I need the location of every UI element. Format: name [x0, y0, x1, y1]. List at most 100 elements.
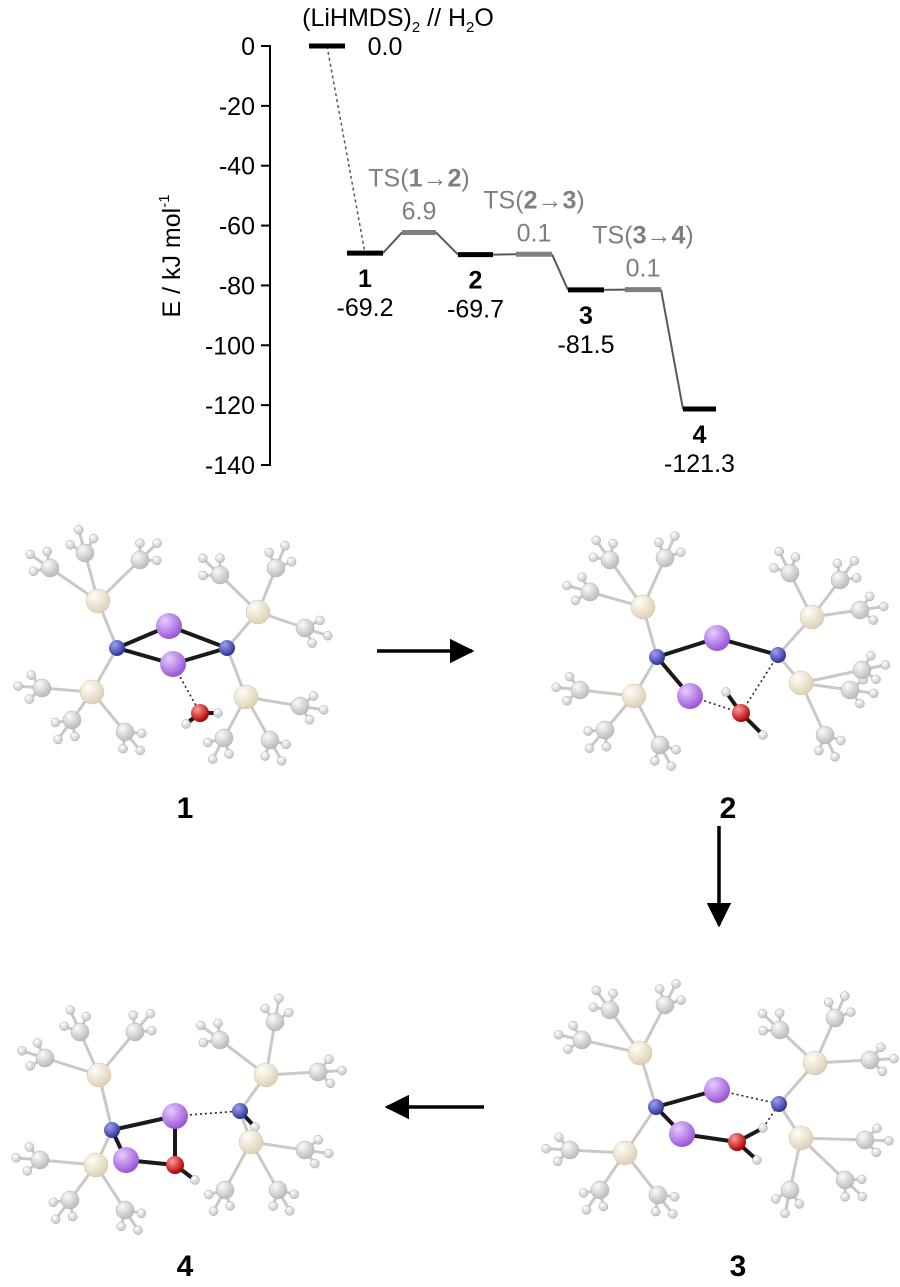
nitrogen-atom	[649, 649, 665, 665]
hydrogen-atom	[308, 691, 319, 701]
hydrogen-atom	[276, 756, 287, 766]
hydrogen-atom	[591, 535, 601, 546]
hydrogen-atom	[836, 735, 846, 746]
carbon-atom	[295, 1140, 315, 1160]
lithium-atom	[113, 1147, 139, 1173]
hydrogen-atom	[871, 674, 881, 685]
y-axis-label: E / kJ mol-1	[156, 194, 186, 317]
hydrogen-atom	[286, 556, 297, 567]
ts-label: TS(1→2)	[368, 164, 469, 192]
hydrogen-atom	[32, 1038, 43, 1048]
carbon-atom	[580, 582, 600, 602]
hydrogen-atom	[666, 761, 676, 771]
hydrogen-atom	[13, 681, 23, 691]
hydrogen-atom	[588, 1002, 599, 1013]
hydrogen-atom	[65, 540, 76, 550]
y-tick-label: 0	[241, 33, 255, 61]
carbon-atom	[770, 1020, 790, 1040]
ts-barrier-label: 0.1	[517, 219, 552, 247]
y-tick-label: -140	[205, 452, 255, 480]
silicon-atom	[799, 604, 825, 630]
hydrogen-atom	[823, 997, 834, 1008]
carbon-atom	[125, 1022, 145, 1042]
carbon-atom	[595, 720, 615, 740]
carbon-atom	[590, 1180, 610, 1200]
hydrogen-atom	[313, 1135, 324, 1145]
atoms	[551, 531, 891, 771]
hydrogen-atom	[324, 1054, 334, 1065]
lithium-atom	[156, 613, 182, 639]
y-tick-label: -20	[219, 93, 255, 121]
structure-label-1: 1	[177, 792, 194, 825]
hydrogen-atom	[323, 1148, 334, 1159]
hydrogen-atom	[145, 1008, 156, 1019]
carbon-atom	[560, 1140, 580, 1160]
connector-line	[382, 231, 403, 254]
carbon-atom	[268, 1180, 288, 1200]
hydrogen-atom	[322, 630, 333, 641]
hydrogen-atom	[591, 985, 602, 996]
lithium-atom	[669, 1121, 695, 1147]
carbon-atom	[570, 680, 590, 700]
carbon-atom	[572, 1030, 592, 1050]
carbon-atom	[825, 1008, 845, 1028]
level-id-label: 1	[358, 265, 372, 293]
hydrogen-atom	[669, 1192, 680, 1202]
hydrogen-atom	[668, 1209, 678, 1219]
hydrogen-atom	[318, 705, 329, 715]
carbon-atom	[815, 725, 835, 745]
hydrogen-atom	[213, 708, 223, 718]
molecule-2: 2	[551, 531, 891, 825]
connector-dotted	[326, 45, 366, 254]
hydrogen-atom	[136, 1208, 147, 1219]
nitrogen-atom	[104, 1122, 120, 1138]
hydrogen-atom	[608, 988, 618, 999]
level-labels: 0.0(LiHMDS)2 // H2O1-69.26.9TS(1→2)2-69.…	[302, 4, 735, 478]
nitrogen-atom	[771, 1096, 787, 1112]
level-id-label: 3	[579, 302, 593, 330]
nitrogen-atom	[219, 640, 235, 656]
carbon-atom	[830, 570, 850, 590]
oxygen-atom	[166, 1156, 184, 1174]
silicon-atom	[85, 588, 111, 614]
hydrogen-atom	[325, 1078, 336, 1089]
hydrogen-atom	[24, 694, 35, 704]
hydrogen-atom	[570, 595, 581, 606]
silicon-atom	[79, 679, 105, 705]
oxygen-atom	[191, 704, 209, 722]
hydrogen-atom	[70, 731, 80, 742]
hydrogen-atom	[213, 1018, 223, 1029]
hydrogen-atom	[284, 1007, 294, 1018]
carbon-atom	[32, 678, 52, 698]
lithium-atom	[704, 625, 730, 651]
hydrogen-atom	[608, 538, 618, 549]
oxygen-atom	[732, 704, 750, 722]
hydrogen-atom	[552, 1156, 563, 1167]
hydrogen-atom	[260, 1003, 270, 1014]
hydrogen-atom	[650, 756, 660, 766]
carbon-atom	[860, 1050, 880, 1070]
carbon-atom	[60, 1190, 80, 1210]
silicon-atom	[621, 683, 647, 709]
hydrogen-atom	[769, 563, 779, 573]
hydrogen-atom	[876, 1042, 886, 1053]
hydrogen-atom	[152, 538, 162, 548]
carbon-atom	[650, 735, 670, 755]
hydrogen-atom	[11, 1153, 21, 1163]
nitrogen-atom	[770, 647, 786, 663]
level-energy-label: -69.7	[447, 296, 504, 324]
h-bond	[172, 663, 201, 714]
hydrogen-atom	[260, 751, 270, 761]
hydrogen-atom	[67, 1211, 78, 1222]
reaction-arrows	[377, 638, 732, 1120]
hydrogen-atom	[857, 1191, 868, 1202]
hydrogen-atom	[670, 531, 680, 541]
hydrogen-atom	[563, 1044, 573, 1054]
reactant-energy-label: 0.0	[368, 33, 403, 61]
hydrogen-atom	[48, 1197, 59, 1207]
hydrogen-atom	[541, 1143, 551, 1154]
connector-lines	[326, 45, 684, 410]
hydrogen-atom	[832, 558, 843, 569]
